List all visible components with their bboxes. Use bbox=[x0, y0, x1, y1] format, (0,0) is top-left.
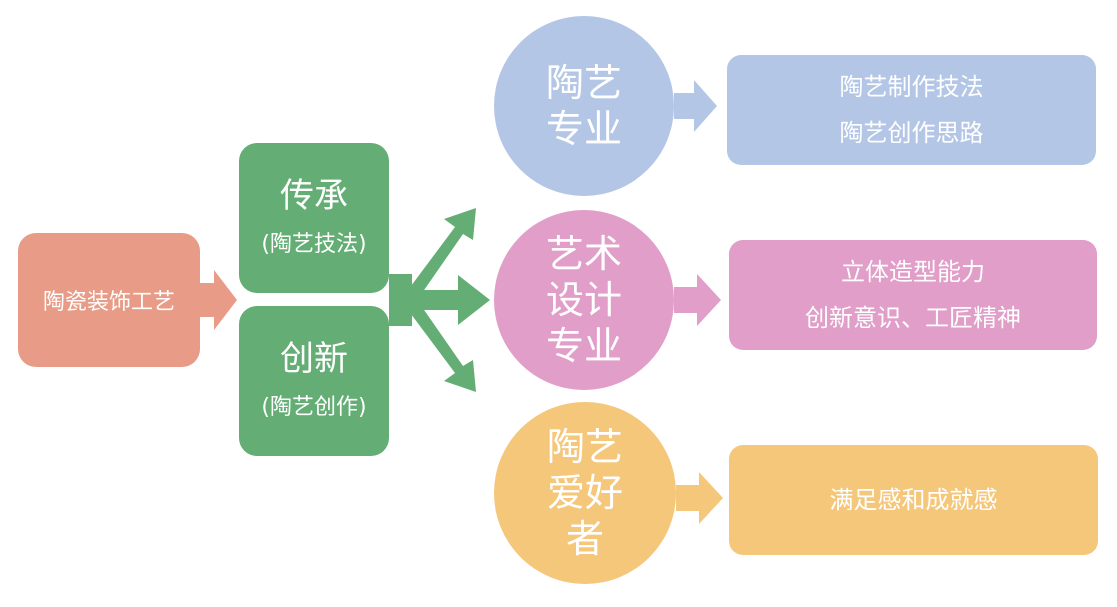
target-circle-ceramic-enthusiast: 陶艺 爱好 者 bbox=[494, 402, 676, 584]
circle-line: 陶艺 bbox=[545, 61, 622, 105]
outcome-box-ceramic-major: 陶艺制作技法 陶艺创作思路 bbox=[727, 55, 1096, 165]
circle-line: 艺术 bbox=[545, 232, 622, 276]
branch-subtitle: (陶艺创作) bbox=[261, 395, 367, 420]
branch-title: 创新 bbox=[280, 339, 348, 379]
arrow-source-to-branches bbox=[200, 270, 237, 330]
circle-line: 专业 bbox=[545, 324, 622, 368]
target-circle-ceramic-major: 陶艺 专业 bbox=[494, 16, 674, 196]
circle-line: 专业 bbox=[545, 107, 622, 151]
outcome-text: 陶艺制作技法 bbox=[839, 73, 984, 101]
branch-title: 传承 bbox=[280, 176, 348, 216]
target-circle-art-design-major: 艺术 设计 专业 bbox=[494, 210, 674, 390]
source-label: 陶瓷装饰工艺 bbox=[42, 290, 175, 315]
branch-innovate-box: 创新 (陶艺创作) bbox=[239, 306, 389, 456]
arrow-fork bbox=[389, 208, 490, 392]
source-box: 陶瓷装饰工艺 bbox=[18, 233, 200, 367]
circle-line: 者 bbox=[565, 517, 604, 561]
outcome-box-art-design-major: 立体造型能力 创新意识、工匠精神 bbox=[729, 240, 1097, 350]
outcome-box-ceramic-enthusiast: 满足感和成就感 bbox=[729, 445, 1098, 555]
arrow-target1 bbox=[674, 80, 717, 132]
circle-line: 设计 bbox=[545, 278, 622, 322]
outcome-text: 满足感和成就感 bbox=[829, 486, 998, 514]
circle-line: 爱好 bbox=[546, 471, 623, 515]
outcome-text: 立体造型能力 bbox=[841, 258, 985, 286]
arrow-target2 bbox=[674, 274, 721, 326]
outcome-text: 陶艺创作思路 bbox=[839, 119, 984, 147]
branch-inherit-box: 传承 (陶艺技法) bbox=[239, 143, 389, 293]
outcome-text: 创新意识、工匠精神 bbox=[805, 304, 1021, 332]
circle-line: 陶艺 bbox=[546, 425, 623, 469]
arrow-target3 bbox=[676, 472, 723, 524]
branch-subtitle: (陶艺技法) bbox=[261, 232, 367, 257]
